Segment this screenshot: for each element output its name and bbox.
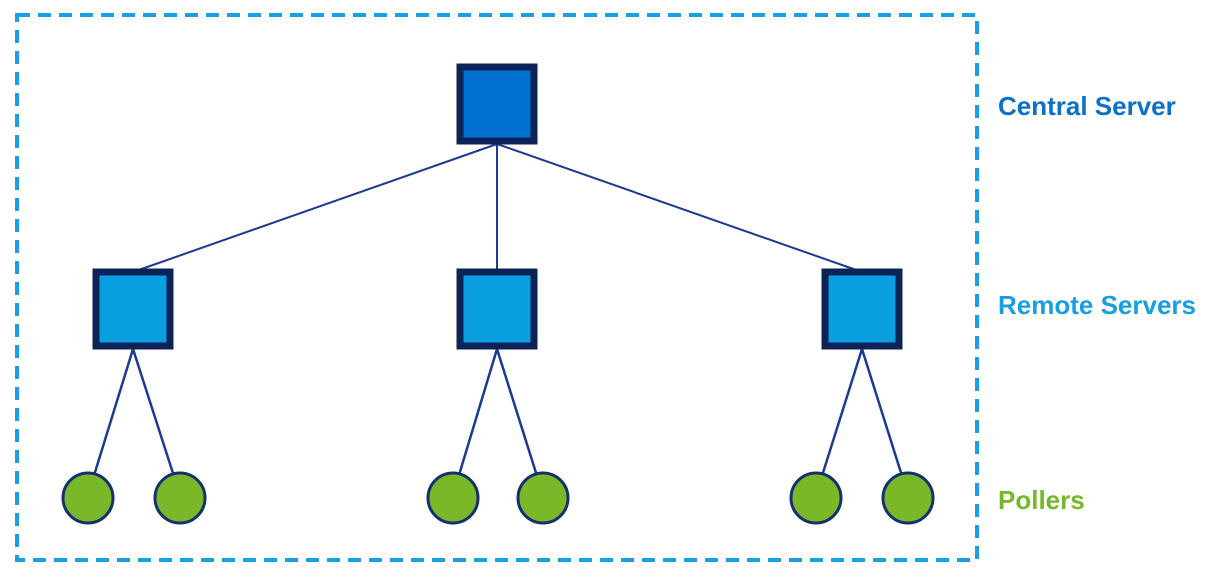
remote-server-node-3 [821,268,903,350]
poller-node-6 [881,471,935,525]
remote-server-node-1 [92,268,174,350]
poller-node-2 [153,471,207,525]
remote-server-node-2 [456,268,538,350]
central-server-node [456,63,538,145]
label-central-server: Central Server [998,91,1176,121]
dashed-boundary-box [15,13,979,562]
poller-node-1 [61,471,115,525]
connector-remote3-to-poller6 [860,348,910,496]
connector-remote3-to-poller5 [814,348,864,496]
label-remote-servers: Remote Servers [998,290,1196,320]
connector-remote1-to-poller2 [131,348,182,496]
poller-node-4 [516,471,570,525]
poller-node-3 [426,471,480,525]
connector-remote2-to-poller3 [451,348,499,496]
connector-central-to-remote-1 [132,143,498,273]
poller-node-5 [789,471,843,525]
connector-remote1-to-poller1 [86,348,135,496]
connector-central-to-remote-3 [496,143,863,273]
connector-remote2-to-poller4 [495,348,545,496]
label-pollers: Pollers [998,485,1085,515]
